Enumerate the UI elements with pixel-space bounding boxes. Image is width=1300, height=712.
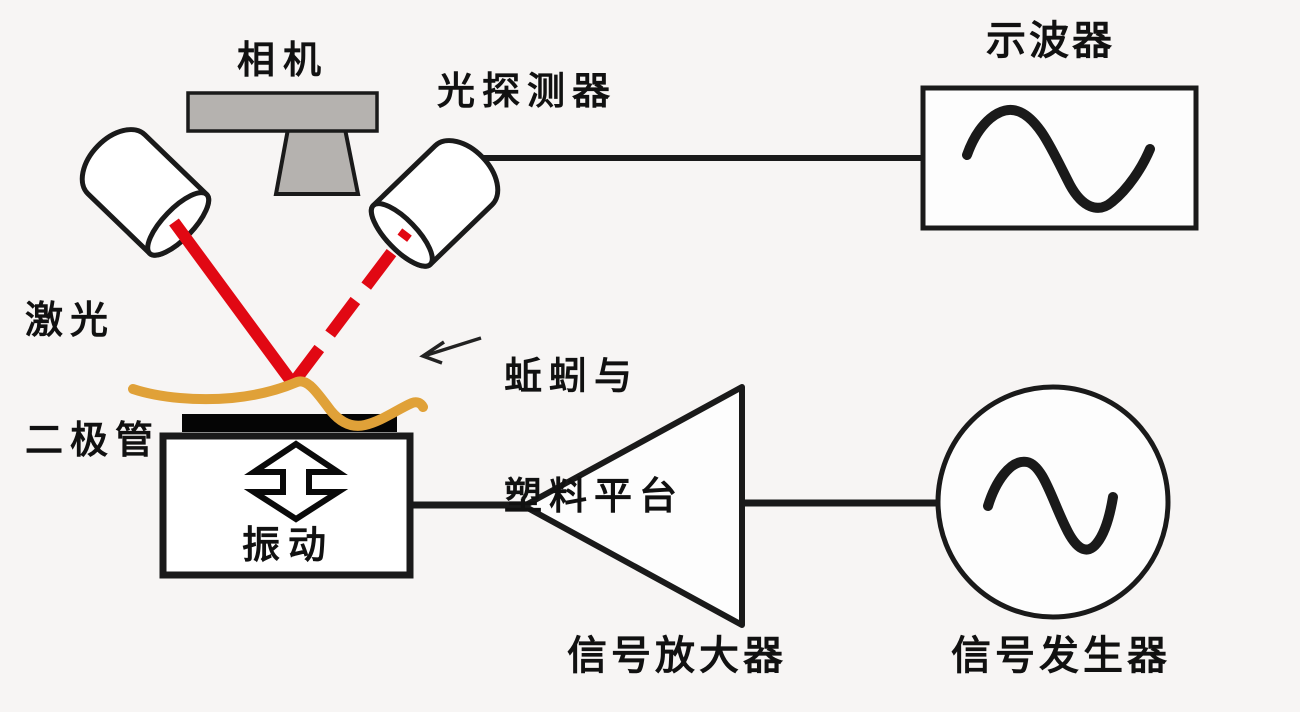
generator-label: 信号发生器	[951, 634, 1171, 678]
worm-platform-label-line1: 蚯蚓与	[504, 356, 640, 398]
laser-diode-label: 激光 二极管	[25, 221, 160, 541]
camera-mount	[273, 127, 361, 196]
oscilloscope-sine-wave-icon	[962, 105, 1155, 213]
vibration-label: 振动	[242, 525, 335, 567]
photodetector-label: 光探测器	[437, 71, 618, 113]
camera-body	[186, 91, 379, 133]
worm-platform-label: 蚯蚓与 塑料平台	[504, 277, 684, 597]
laser-diode-label-line1: 激光	[25, 300, 116, 342]
amplifier-triangle	[521, 384, 745, 628]
amplifier-label: 信号放大器	[567, 634, 787, 678]
annotation-arrow-head-icon	[419, 340, 445, 365]
reflected-beam-dashed	[289, 228, 412, 386]
generator-sine-wave-icon	[983, 456, 1118, 555]
oscilloscope-label: 示波器	[986, 19, 1115, 63]
annotation-arrow-line	[426, 336, 482, 357]
worm-platform-label-line2: 塑料平台	[504, 476, 685, 518]
camera-label: 相机	[237, 40, 330, 82]
laser-diode-label-line2: 二极管	[25, 420, 161, 462]
up-down-arrow-icon	[243, 440, 349, 523]
laser-beam	[169, 218, 296, 385]
earthworm	[128, 376, 428, 431]
